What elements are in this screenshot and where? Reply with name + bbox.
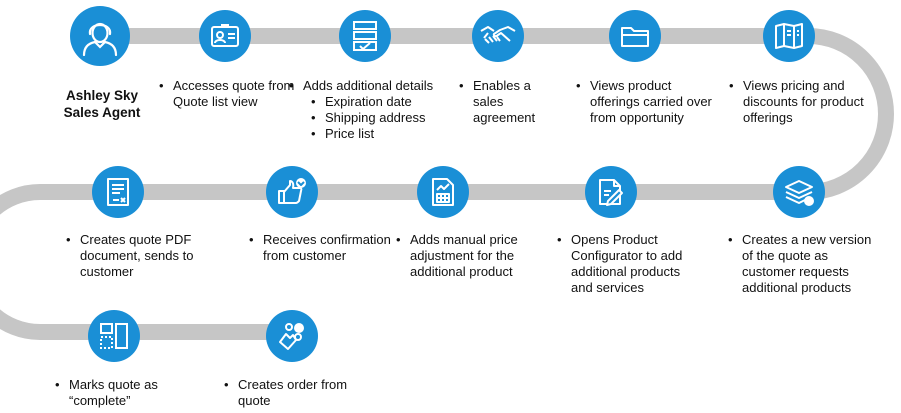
person-icon — [82, 22, 118, 56]
persona-role: Sales Agent — [63, 105, 141, 120]
step-node-5 — [763, 10, 815, 62]
step-caption-3: Enables a sales agreement — [457, 78, 557, 126]
step-text-9: Receives confirmation from customer — [247, 232, 392, 264]
step-subitem-expiration: Expiration date — [287, 94, 457, 110]
step-caption-9: Receives confirmation from customer — [247, 232, 392, 264]
persona-avatar — [70, 6, 130, 66]
step-node-4 — [609, 10, 661, 62]
thumbs-up-icon — [278, 178, 306, 204]
step-text-1: Accesses quote from Quote list view — [157, 78, 297, 110]
persona-name: Ashley Sky — [65, 88, 139, 103]
form-checklist-icon — [353, 21, 377, 51]
step-node-6 — [773, 166, 825, 218]
step-text-8: Adds manual price adjustment for the add… — [394, 232, 544, 280]
persona-label: Ashley Sky Sales Agent — [42, 87, 162, 121]
document-edit-icon — [599, 179, 623, 206]
step-node-12 — [266, 310, 318, 362]
step-caption-12: Creates order from quote — [222, 377, 367, 409]
step-node-3 — [472, 10, 524, 62]
step-caption-6: Creates a new version of the quote as cu… — [726, 232, 876, 296]
order-cart-icon — [279, 323, 304, 350]
layers-icon — [785, 180, 814, 206]
brochure-icon — [775, 23, 803, 49]
spreadsheet-chart-icon — [432, 178, 454, 206]
step-node-7 — [585, 166, 637, 218]
step-node-8 — [417, 166, 469, 218]
step-caption-11: Marks quote as “complete” — [53, 377, 193, 409]
step-text-5: Views pricing and discounts for product … — [727, 78, 877, 126]
folder-icon — [621, 27, 649, 47]
step-caption-8: Adds manual price adjustment for the add… — [394, 232, 544, 280]
step-node-11 — [88, 310, 140, 362]
handshake-icon — [480, 26, 516, 44]
step-caption-5: Views pricing and discounts for product … — [727, 78, 877, 126]
step-text-6: Creates a new version of the quote as cu… — [726, 232, 876, 296]
step-caption-1: Accesses quote from Quote list view — [157, 78, 297, 110]
contact-card-icon — [211, 24, 239, 47]
step-text-11: Marks quote as “complete” — [53, 377, 193, 409]
step-node-2 — [339, 10, 391, 62]
step-caption-2: Adds additional details Expiration date … — [287, 78, 457, 142]
step-subitem-shipping: Shipping address — [287, 110, 457, 126]
step-node-1 — [199, 10, 251, 62]
step-node-10 — [92, 166, 144, 218]
step-text-10: Creates quote PDF document, sends to cus… — [64, 232, 214, 280]
step-text-12: Creates order from quote — [222, 377, 367, 409]
step-caption-4: Views product offerings carried over fro… — [574, 78, 719, 126]
layout-panels-icon — [100, 323, 128, 349]
step-text-2: Adds additional details — [287, 78, 457, 94]
step-caption-10: Creates quote PDF document, sends to cus… — [64, 232, 214, 280]
step-text-7: Opens Product Configurator to add additi… — [555, 232, 685, 296]
pdf-document-icon — [107, 178, 129, 206]
step-subitem-pricelist: Price list — [287, 126, 457, 142]
step-caption-7: Opens Product Configurator to add additi… — [555, 232, 685, 296]
step-text-3: Enables a sales agreement — [457, 78, 557, 126]
step-text-4: Views product offerings carried over fro… — [574, 78, 719, 126]
step-node-9 — [266, 166, 318, 218]
